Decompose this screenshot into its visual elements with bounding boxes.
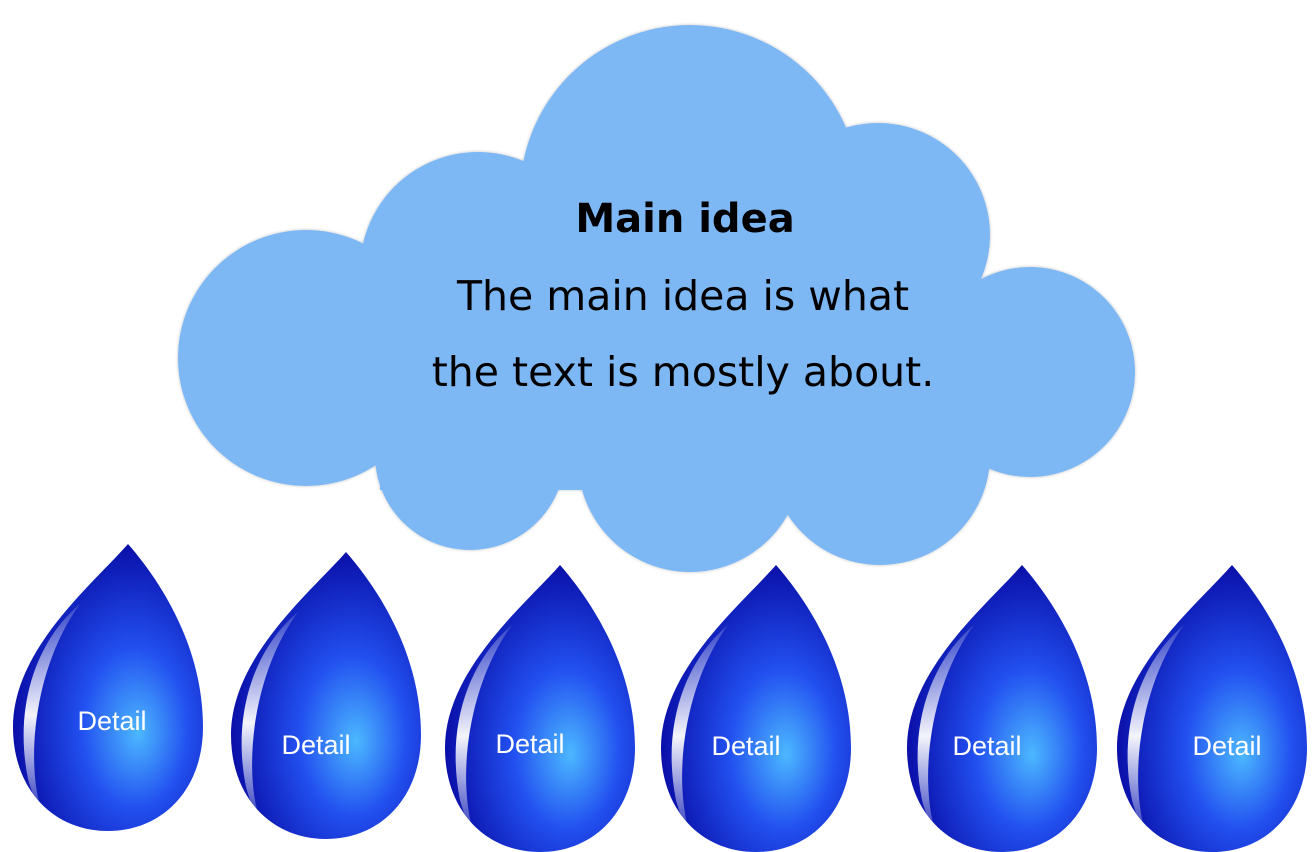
detail-drop-2: Detail bbox=[231, 552, 421, 839]
raindrop-shape bbox=[907, 565, 1097, 852]
detail-label: Detail bbox=[495, 729, 564, 759]
raindrop-shine bbox=[455, 625, 512, 827]
detail-drop-1: Detail bbox=[13, 544, 203, 831]
detail-drop-6: Detail bbox=[1117, 565, 1307, 852]
main-idea-title: Main idea bbox=[575, 196, 794, 242]
main-idea-text-line-1: The main idea is what bbox=[456, 272, 909, 320]
raindrop-shape bbox=[661, 565, 851, 852]
detail-label: Detail bbox=[952, 731, 1021, 761]
raindrop-shine bbox=[917, 625, 974, 827]
raindrop-shape bbox=[1117, 565, 1307, 852]
detail-label: Detail bbox=[1192, 731, 1261, 761]
detail-drop-5: Detail bbox=[907, 565, 1097, 852]
raindrop-shape bbox=[13, 544, 203, 831]
cloud-shape bbox=[178, 25, 1135, 572]
raindrop-shine bbox=[1127, 625, 1184, 827]
main-idea-text-line-2: the text is mostly about. bbox=[432, 348, 935, 396]
detail-label: Detail bbox=[281, 730, 350, 760]
detail-drop-4: Detail bbox=[661, 565, 851, 852]
raindrop-shine bbox=[241, 612, 298, 814]
raindrop-shine bbox=[671, 625, 728, 827]
detail-label: Detail bbox=[711, 731, 780, 761]
raindrop-shape bbox=[445, 565, 635, 852]
raindrop-shine bbox=[23, 604, 80, 806]
main-idea-cloud bbox=[178, 25, 1135, 572]
raindrop-shape bbox=[231, 552, 421, 839]
detail-drop-3: Detail bbox=[445, 565, 635, 852]
detail-label: Detail bbox=[77, 706, 146, 736]
